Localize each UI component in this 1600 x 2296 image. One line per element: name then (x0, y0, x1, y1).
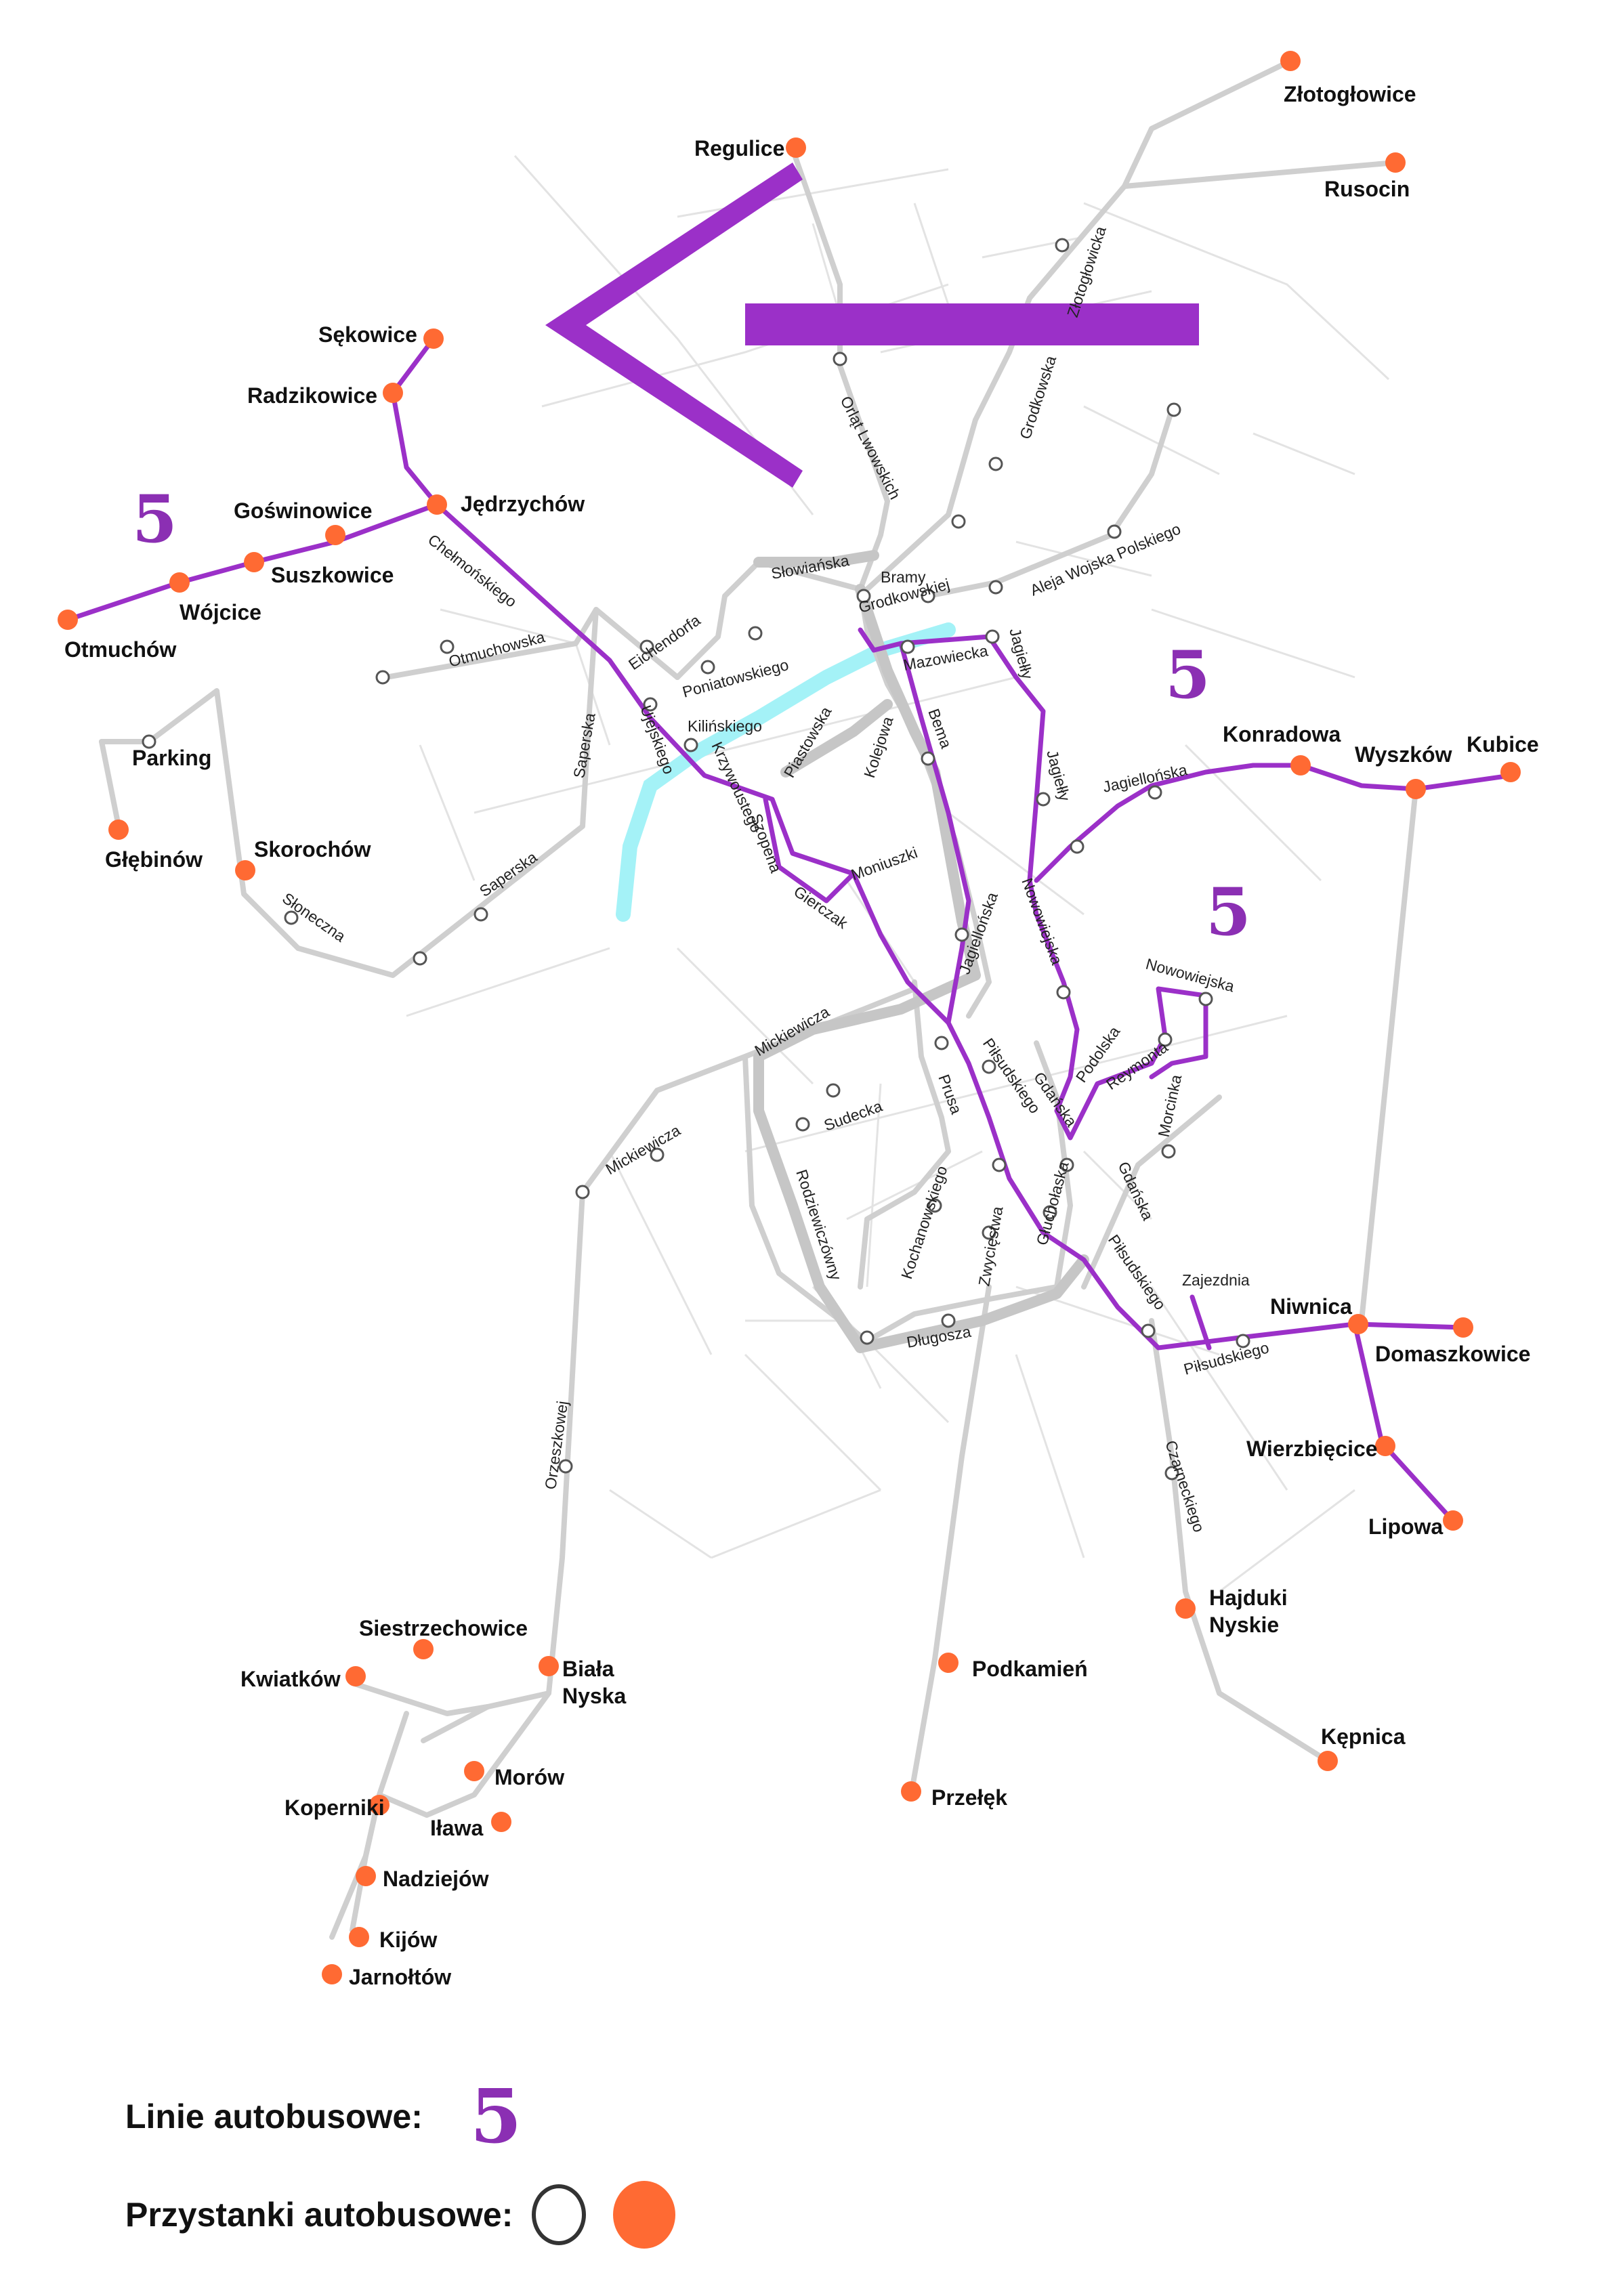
label-parking: Parking (132, 746, 211, 770)
label-niwnica: Niwnica (1270, 1294, 1352, 1319)
street-zwyciestwa: Zwycięstwa (975, 1205, 1006, 1288)
legend: Linie autobusowe: 5 Przystanki autobusow… (125, 2079, 735, 2269)
street-moniuszki: Moniuszki (849, 843, 920, 883)
label-skorochow: Skorochów (254, 837, 371, 862)
legend-bus-stops: Przystanki autobusowe: (125, 2181, 676, 2249)
label-ilawa: Iława (430, 1816, 483, 1840)
intermediate-stop-icon (532, 2184, 587, 2245)
street-labels: Złotogłowicka Grodkowska Orląt Lwowskich… (279, 224, 1271, 1535)
label-regulice: Regulice (694, 136, 784, 161)
street-nowowiejska-1: Nowowiejska (1018, 876, 1066, 967)
street-bramy-1: Bramy (881, 568, 926, 586)
label-wojcice: Wójcice (180, 600, 261, 624)
label-kwiatkow: Kwiatków (240, 1667, 341, 1691)
line-marker-east: 5 (1165, 637, 1210, 713)
legend-bus-lines-label: Linie autobusowe: (125, 2098, 423, 2135)
line-marker-southeast: 5 (1206, 874, 1251, 950)
label-zlotoglowice: Złotogłowice (1284, 82, 1416, 106)
label-morow: Morów (494, 1765, 564, 1789)
label-lipowa: Lipowa (1368, 1514, 1443, 1539)
terminal-stops (58, 51, 1521, 1984)
line-number-markers: 5 5 5 (132, 481, 1251, 950)
label-jarnoltow: Jarnołtów (349, 1965, 451, 1989)
label-glebinow: Głębinów (105, 847, 203, 872)
street-chelmonskiego: Chełmońskiego (425, 530, 520, 610)
direction-arrow (545, 163, 1199, 488)
street-poniatowskiego: Poniatowskiego (681, 656, 791, 701)
street-czarneckiego: Czarneckiego (1162, 1439, 1208, 1535)
street-saperska-1: Saperska (570, 711, 599, 779)
label-wyszkow: Wyszków (1355, 742, 1452, 767)
label-nadziejow: Nadziejów (383, 1867, 489, 1891)
label-domaszkowice: Domaszkowice (1375, 1342, 1530, 1366)
label-koperniki: Koperniki (285, 1795, 385, 1820)
label-konradowa: Konradowa (1223, 722, 1341, 746)
label-jedrzychow: Jędrzychów (461, 492, 585, 516)
label-kubice: Kubice (1467, 732, 1539, 757)
street-orlat: Orląt Lwowskich (837, 393, 904, 502)
stop-labels: Złotogłowice Rusocin Regulice Sękowice R… (64, 82, 1539, 1989)
label-rusocin: Rusocin (1324, 177, 1410, 201)
street-saperska-2: Saperska (476, 848, 541, 900)
label-siestrzechowice: Siestrzechowice (359, 1616, 528, 1640)
label-podkamien: Podkamień (972, 1657, 1088, 1681)
street-kilinskiego: Kilińskiego (688, 717, 762, 735)
legend-bus-lines: Linie autobusowe: 5 (125, 2079, 522, 2154)
legend-bus-stops-label: Przystanki autobusowe: (125, 2196, 513, 2234)
intermediate-stops (142, 238, 1250, 1481)
street-gierczak: Gierczak (791, 883, 851, 933)
river (616, 622, 956, 922)
label-przelek: Przełęk (931, 1785, 1007, 1810)
street-grodkowska: Grodkowska (1016, 354, 1059, 442)
label-radzikowice: Radzikowice (247, 383, 377, 408)
label-biala-2: Nyska (562, 1684, 627, 1708)
terminal-stop-icon (613, 2181, 676, 2249)
label-wierzbiecice: Wierzbięcice (1246, 1437, 1378, 1461)
label-sekowice: Sękowice (318, 322, 417, 347)
label-otmuchow: Otmuchów (64, 637, 176, 662)
line-marker-west: 5 (132, 481, 177, 557)
street-sudecka: Sudecka (822, 1097, 885, 1134)
label-kijow: Kijów (379, 1928, 437, 1952)
label-suszkowice: Suszkowice (271, 563, 394, 587)
label-biala-1: Biała (562, 1657, 614, 1681)
label-kepnica: Kępnica (1321, 1724, 1406, 1749)
legend-bus-lines-number: 5 (469, 2072, 522, 2160)
label-hajduki-1: Hajduki (1209, 1586, 1288, 1610)
label-hajduki-2: Nyskie (1209, 1613, 1279, 1637)
label-goswinowice: Goświnowice (234, 498, 372, 523)
street-zajezdnia: Zajezdnia (1182, 1271, 1250, 1289)
